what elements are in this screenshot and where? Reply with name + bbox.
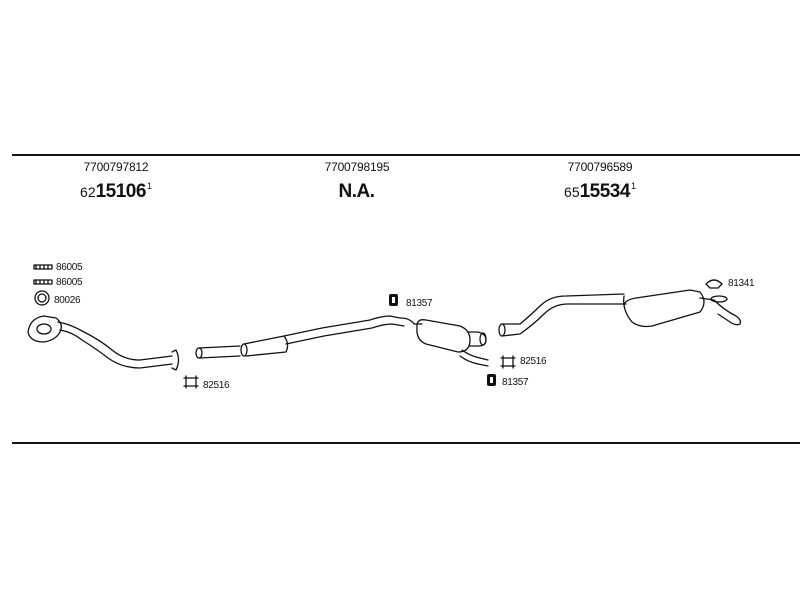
bottom-divider-line [12, 442, 800, 444]
front-pipe [27, 315, 180, 371]
rubber-hanger-icon [389, 294, 398, 306]
section-rear-silencer: 7700796589 65155341 [500, 160, 700, 204]
section-middle-pipe: 7700798195 N.A. [257, 160, 457, 204]
part-prefix: 65 [564, 184, 580, 200]
callout-clamp-82516-mid: 82516 [520, 356, 547, 367]
part-main: N.A. [338, 181, 376, 202]
callout-bolt-86005-second: 86005 [56, 277, 83, 288]
callout-ring-80026: 80026 [54, 295, 81, 306]
bolt-icon [33, 279, 53, 285]
rear-mount-icon [705, 279, 723, 289]
part-number: 62151061 [16, 175, 216, 204]
oem-number: 7700798195 [324, 160, 390, 174]
top-divider-line [12, 154, 800, 156]
callout-hanger-81357-top: 81357 [406, 298, 433, 309]
rubber-hanger-icon [487, 374, 496, 386]
clamp-icon [183, 375, 199, 389]
part-superscript: 1 [146, 181, 152, 191]
callout-bolt-86005: 86005 [56, 262, 83, 273]
part-superscript: 1 [630, 181, 636, 191]
clamp-icon [500, 355, 516, 369]
part-number: N.A. [257, 175, 457, 204]
part-number: 65155341 [500, 175, 700, 204]
sealing-ring-icon [34, 290, 50, 306]
callout-mount-81341: 81341 [728, 278, 755, 289]
callout-hanger-81357-bottom: 81357 [502, 377, 529, 388]
part-main: 15534 [579, 181, 631, 202]
oem-number: 7700797812 [83, 160, 149, 174]
callout-clamp-82516-left: 82516 [203, 380, 230, 391]
middle-pipe [195, 315, 489, 367]
rear-pipe [498, 289, 742, 337]
part-prefix: 62 [80, 184, 96, 200]
section-front-pipe: 7700797812 62151061 [16, 160, 216, 204]
bolt-icon [33, 264, 53, 270]
part-main: 15106 [95, 181, 147, 202]
oem-number: 7700796589 [567, 160, 633, 174]
